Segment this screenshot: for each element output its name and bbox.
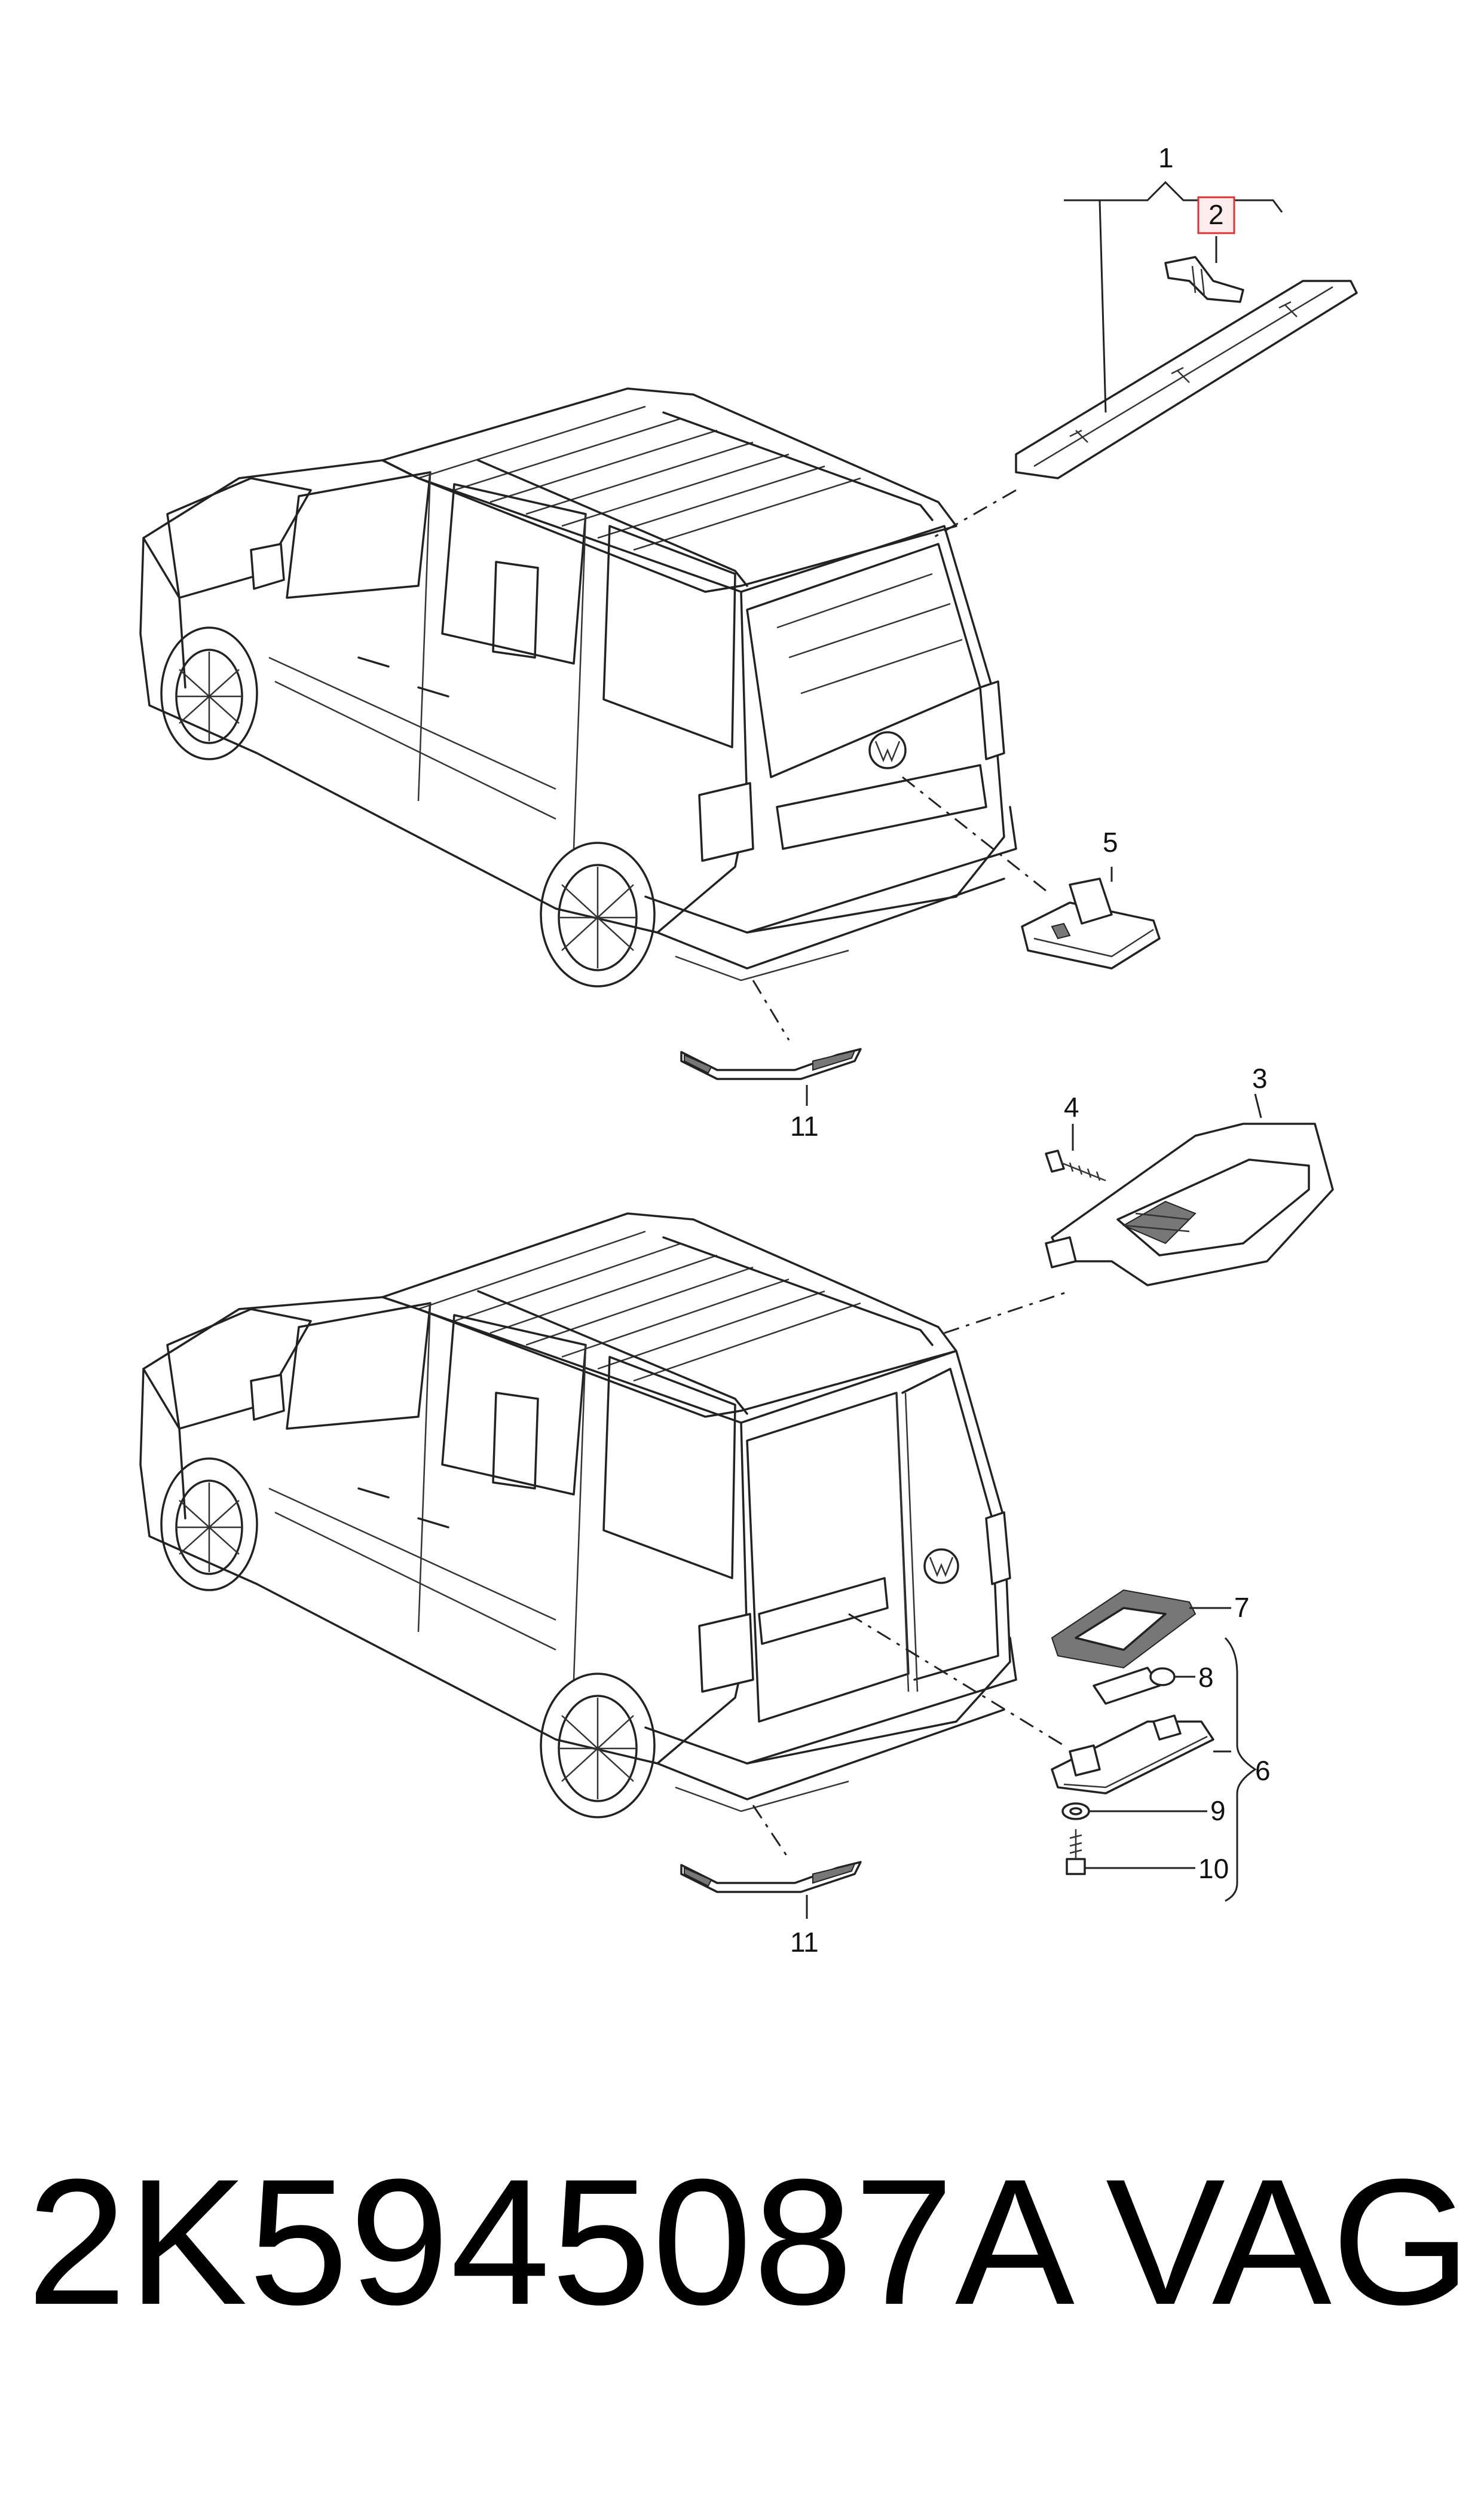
part-7-gasket[interactable]: [1051, 1589, 1197, 1669]
part-1-brake-light-assembly[interactable]: [1015, 280, 1358, 479]
part-5-license-plate-lamp[interactable]: [1021, 878, 1161, 970]
callout-8: 8: [1198, 1662, 1214, 1693]
callout-1: 1: [1158, 142, 1174, 173]
part-8-festoon-bulb[interactable]: [1093, 1667, 1176, 1705]
part-11-rear-reflector-bottom[interactable]: [680, 1861, 862, 1893]
callout-7: 7: [1234, 1592, 1250, 1623]
callout-5: 5: [1103, 827, 1118, 858]
callout-2[interactable]: 2: [1208, 199, 1224, 230]
callout-10: 10: [1198, 1853, 1229, 1884]
part-2-bulb[interactable]: [1164, 256, 1244, 303]
callout-6: 6: [1255, 1755, 1271, 1786]
callout-11-top: 11: [790, 1111, 819, 1142]
part-9-washer[interactable]: [1061, 1802, 1090, 1820]
part-10-screw[interactable]: [1066, 1829, 1086, 1875]
parts-diagram: 1 2 5 11 4 3 7 8 6 9 10 11: [139, 142, 1358, 1958]
brand-label: VAG: [1106, 2141, 1471, 2342]
callout-11-bottom: 11: [790, 1927, 819, 1958]
part-4-screw[interactable]: [1045, 1150, 1106, 1182]
part-6-license-plate-lamp[interactable]: [1051, 1714, 1214, 1794]
van-bottom-illustration: [139, 1212, 1017, 1818]
part-3-brake-light-housing[interactable]: [1045, 1123, 1334, 1286]
callout-6-brace: [1224, 1637, 1257, 1902]
part-number: 2K5945087A: [27, 2141, 1076, 2342]
callout-3: 3: [1252, 1063, 1268, 1094]
callout-4: 4: [1064, 1092, 1079, 1123]
van-top-illustration: [139, 387, 1017, 988]
callout-2-highlight: [1197, 196, 1235, 234]
callout-1-bracket: [1064, 181, 1283, 213]
callout-9: 9: [1210, 1795, 1226, 1826]
part-11-rear-reflector-top[interactable]: [680, 1048, 862, 1080]
